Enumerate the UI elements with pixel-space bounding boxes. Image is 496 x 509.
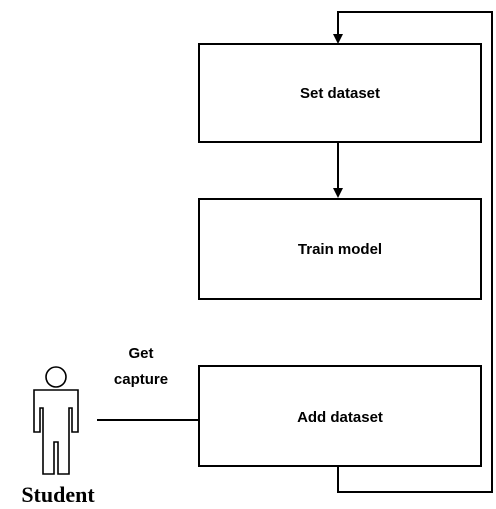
feedback-loop-connector [333, 11, 493, 493]
add-dataset-node: Add dataset [198, 365, 482, 467]
train-model-node: Train model [198, 198, 482, 300]
person-head [45, 366, 67, 388]
train-model-box [198, 198, 482, 300]
capture-label-line-1: Get [128, 345, 153, 362]
add-dataset-box [198, 365, 482, 467]
add-dataset-label: Add dataset [297, 409, 383, 426]
set-dataset-label: Set dataset [300, 85, 380, 102]
train-model-label: Train model [298, 241, 382, 258]
person-icon [33, 366, 79, 475]
set-dataset-node: Set dataset [198, 43, 482, 143]
person-body [33, 389, 79, 475]
student-label: Student [21, 482, 95, 507]
set-dataset-box [198, 43, 482, 143]
capture-label-line-2: capture [114, 371, 168, 388]
